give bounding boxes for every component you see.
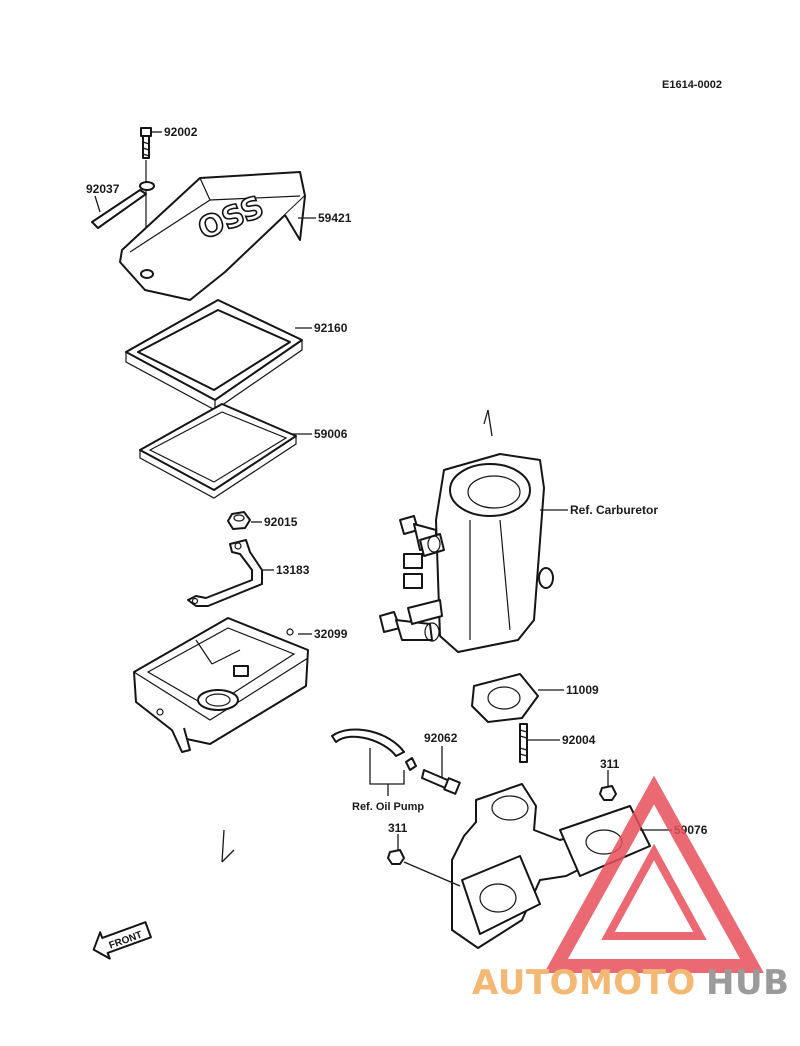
fitting-92062 — [421, 769, 461, 795]
label-92160: 92160 — [314, 321, 348, 335]
watermark-text-hub: HUB — [706, 963, 789, 1003]
label-92062: 92062 — [424, 731, 458, 745]
bolt-92002 — [140, 127, 152, 159]
label-59006: 59006 — [314, 427, 348, 441]
cover-59421: OSS — [119, 171, 306, 301]
label-32099: 32099 — [314, 627, 348, 641]
label-11009: 11009 — [566, 683, 599, 697]
bracket-13183 — [187, 539, 263, 607]
ref-carburetor: Ref. Carburetor — [570, 503, 658, 517]
diagram-code: E1614-0002 — [662, 79, 722, 91]
label-92037: 92037 — [86, 182, 120, 196]
label-13183: 13183 — [276, 563, 310, 577]
ref-oil-pump: Ref. Oil Pump — [352, 801, 424, 813]
label-92015: 92015 — [264, 515, 298, 529]
nut-311-a — [599, 785, 617, 801]
label-311-a: 311 — [600, 757, 620, 771]
filter-92160 — [125, 299, 303, 411]
label-59421: 59421 — [318, 211, 352, 225]
gasket-59006 — [139, 403, 297, 499]
nut-311-b — [387, 849, 405, 865]
nut-92015 — [227, 511, 251, 530]
carburetor — [379, 453, 554, 653]
intake-manifold — [451, 783, 651, 949]
watermark-text-automoto: AUTOMOTO — [472, 963, 696, 1003]
gasket-11009 — [471, 673, 539, 723]
front-arrow: FRONT — [92, 921, 152, 960]
label-92004: 92004 — [562, 733, 596, 747]
label-311-b: 311 — [388, 821, 408, 835]
label-92002: 92002 — [164, 125, 198, 139]
pin-92037 — [91, 181, 155, 229]
hose-oil-pump — [331, 728, 417, 771]
case-32099 — [133, 617, 309, 753]
stud-92004 — [519, 723, 528, 763]
watermark-logo: AUTOMOTO HUB — [472, 775, 789, 1003]
